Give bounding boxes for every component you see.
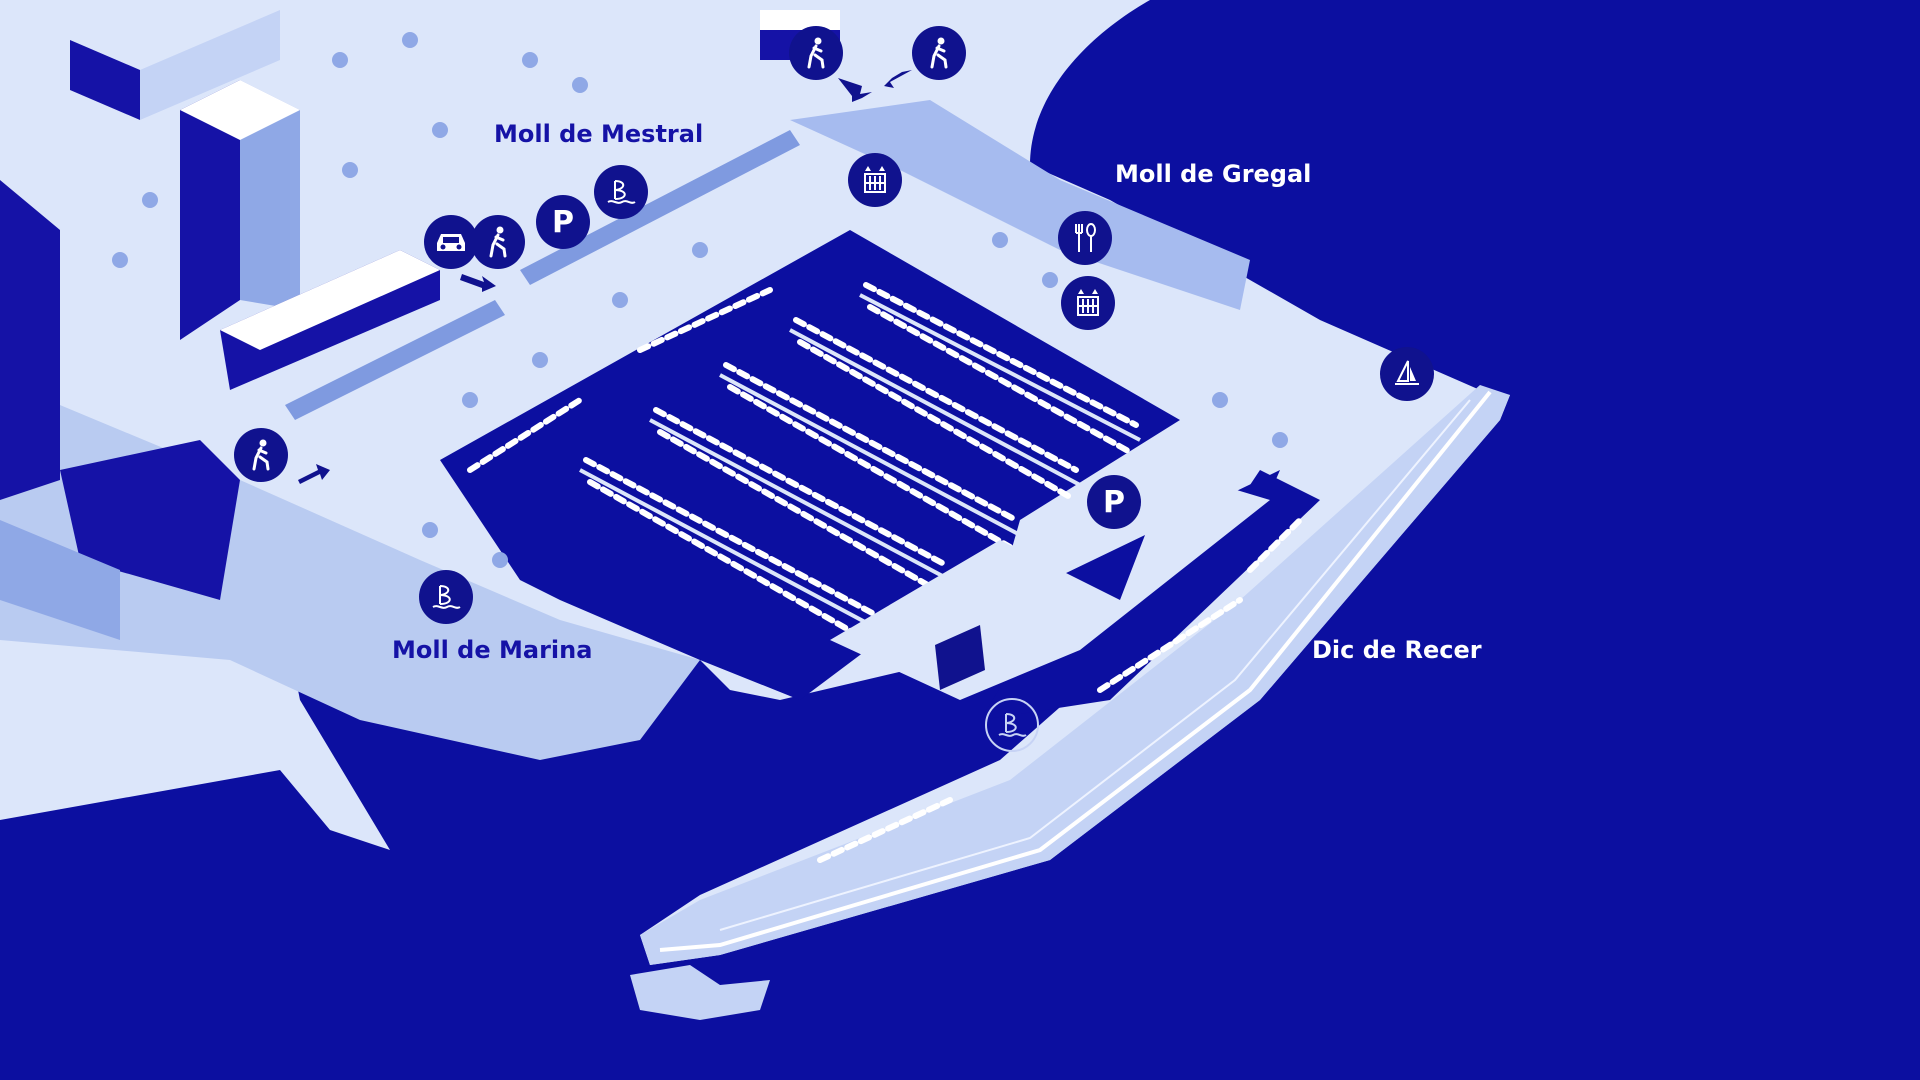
marina-logo-icon[interactable] — [594, 165, 648, 219]
arrow-icon — [460, 274, 496, 292]
walk-icon[interactable] — [789, 26, 843, 80]
elevator-icon[interactable] — [1061, 276, 1115, 330]
label-moll-de-marina: Moll de Marina — [392, 636, 593, 664]
trees — [112, 32, 1288, 568]
parking-letter: P — [552, 204, 574, 240]
breakwater-edge-inner — [719, 399, 1471, 931]
rocks — [630, 965, 770, 1020]
sailboat-icon[interactable] — [1380, 347, 1434, 401]
marina-logo-icon[interactable] — [419, 570, 473, 624]
marina-logo-icon[interactable] — [985, 698, 1039, 752]
walk-icon[interactable] — [234, 428, 288, 482]
central-pier — [830, 470, 1270, 700]
parking-icon[interactable]: P — [1087, 475, 1141, 529]
label-dic-de-recer: Dic de Recer — [1312, 636, 1482, 664]
arrow-icon — [298, 464, 330, 484]
breakwater-walkway — [640, 385, 1510, 965]
parking-letter: P — [1103, 484, 1125, 520]
label-moll-de-mestral: Moll de Mestral — [494, 120, 704, 148]
parking-icon[interactable]: P — [536, 195, 590, 249]
boats — [467, 282, 1303, 863]
pontoons — [579, 293, 1141, 632]
arrow-icon — [884, 70, 912, 88]
elevator-icon[interactable] — [848, 153, 902, 207]
car-icon[interactable] — [424, 215, 478, 269]
central-building — [935, 625, 985, 690]
label-moll-de-gregal: Moll de Gregal — [1115, 160, 1312, 188]
arrow-icon — [838, 78, 872, 102]
walk-icon[interactable] — [471, 215, 525, 269]
walkways — [285, 100, 1250, 420]
walk-icon[interactable] — [912, 26, 966, 80]
breakwater-edge — [659, 390, 1492, 952]
harbour-basin-south — [980, 470, 1320, 720]
restaurant-icon[interactable] — [1058, 211, 1112, 265]
